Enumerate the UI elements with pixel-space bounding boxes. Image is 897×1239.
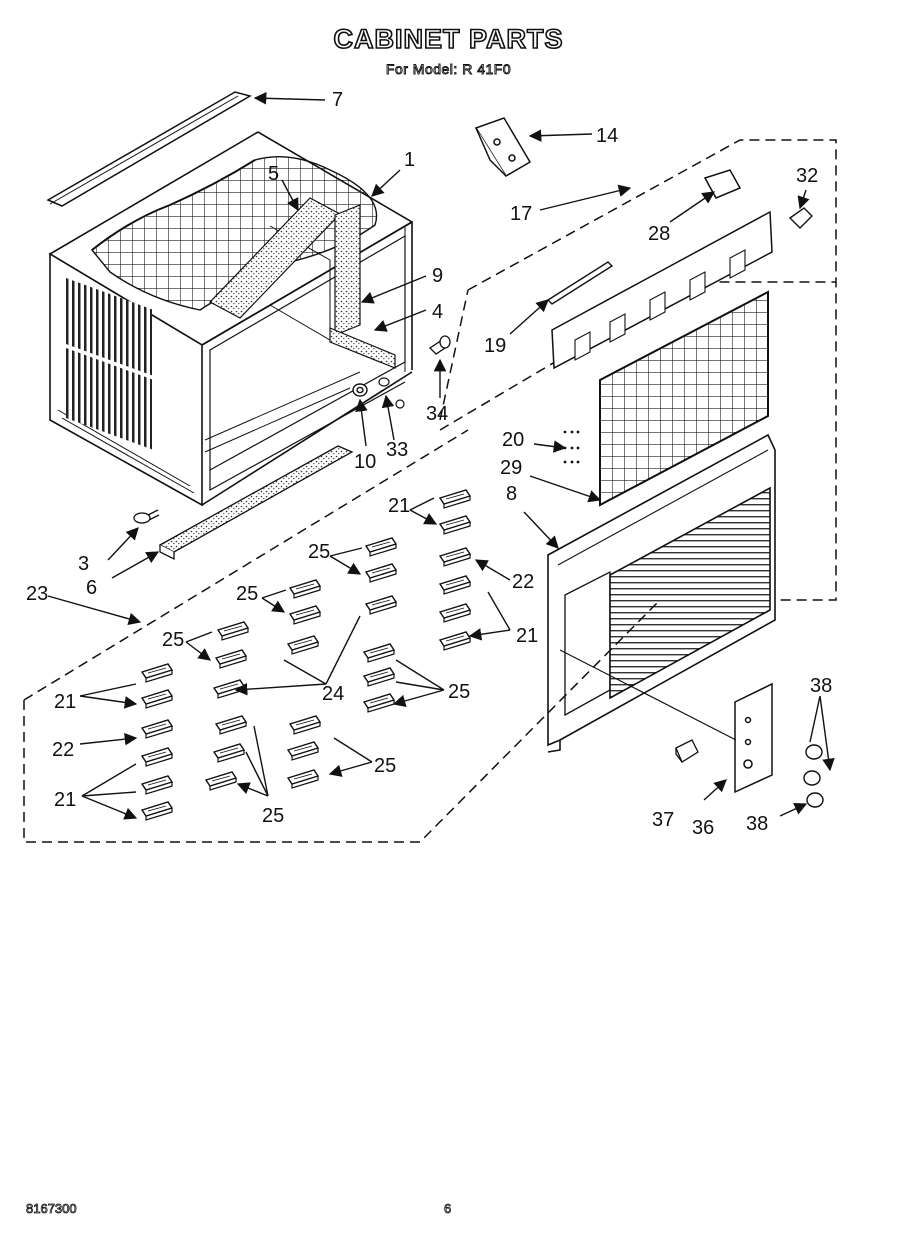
part-36-control-plate xyxy=(734,682,773,794)
part-9-foam-seal xyxy=(334,204,361,336)
callout-33: 33 xyxy=(386,439,408,461)
part-20-filter-clips xyxy=(563,430,580,464)
callout-21-left-a: 21 xyxy=(54,691,76,713)
page-title: CABINET PARTS xyxy=(333,23,564,55)
clips-boundary xyxy=(23,429,661,843)
leader-lines xyxy=(47,92,830,818)
callout-19: 19 xyxy=(484,335,506,357)
callout-25-b: 25 xyxy=(236,583,258,605)
part-38-knobs xyxy=(803,744,824,808)
part-7-top-strip xyxy=(46,91,252,207)
part-1-cabinet xyxy=(48,131,414,507)
front-assembly-boundary xyxy=(439,139,837,601)
callout-38-bottom: 38 xyxy=(746,813,768,835)
part-3-screw xyxy=(133,509,160,524)
callout-numbers: 7 1 5 9 4 34 33 10 3 6 14 17 32 28 19 20… xyxy=(26,89,832,839)
callout-25-e: 25 xyxy=(374,755,396,777)
callout-25-f: 25 xyxy=(262,805,284,827)
callout-22-left: 22 xyxy=(52,739,74,761)
callout-29: 29 xyxy=(500,457,522,479)
callout-21-left-b: 21 xyxy=(54,789,76,811)
callout-32: 32 xyxy=(796,165,818,187)
callout-3: 3 xyxy=(78,553,89,575)
callout-25-c: 25 xyxy=(162,629,184,651)
callout-1: 1 xyxy=(404,149,415,171)
callout-4: 4 xyxy=(432,301,443,323)
part-37-block xyxy=(675,739,699,763)
page-number: 6 xyxy=(444,1201,452,1217)
callout-9: 9 xyxy=(432,265,443,287)
part-28-control-bracket xyxy=(551,169,773,370)
callout-21-top: 21 xyxy=(388,495,410,517)
callout-28: 28 xyxy=(648,223,670,245)
part-33-washer xyxy=(378,377,405,409)
callout-38-top: 38 xyxy=(810,675,832,697)
callout-25-a: 25 xyxy=(308,541,330,563)
callout-10: 10 xyxy=(354,451,376,473)
callout-21-right: 21 xyxy=(516,625,538,647)
callout-25-d: 25 xyxy=(448,681,470,703)
part-8-front-grille xyxy=(547,433,776,753)
callout-23: 23 xyxy=(26,583,48,605)
callout-17: 17 xyxy=(510,203,532,225)
callout-7: 7 xyxy=(332,89,343,111)
callout-20: 20 xyxy=(502,429,524,451)
callout-5: 5 xyxy=(268,163,279,185)
callout-6: 6 xyxy=(86,577,97,599)
part-4-rail xyxy=(329,327,396,369)
part-34-bolt xyxy=(428,335,451,355)
callout-36: 36 xyxy=(692,817,714,839)
callout-34: 34 xyxy=(426,403,448,425)
part-32-clip xyxy=(788,207,813,229)
part-14-bracket xyxy=(474,117,532,178)
callout-14: 14 xyxy=(596,125,618,147)
part-6-bottom-strip xyxy=(158,445,354,561)
part-10-nut xyxy=(352,383,368,397)
part-29-air-filter xyxy=(599,290,769,507)
callout-8: 8 xyxy=(506,483,517,505)
document-number: 8167300 xyxy=(26,1201,77,1217)
model-subtitle: For Model: R 41F0 xyxy=(385,61,512,78)
callout-24: 24 xyxy=(322,683,344,705)
callout-37: 37 xyxy=(652,809,674,831)
callout-22-right: 22 xyxy=(512,571,534,593)
part-19-rod xyxy=(546,261,614,305)
